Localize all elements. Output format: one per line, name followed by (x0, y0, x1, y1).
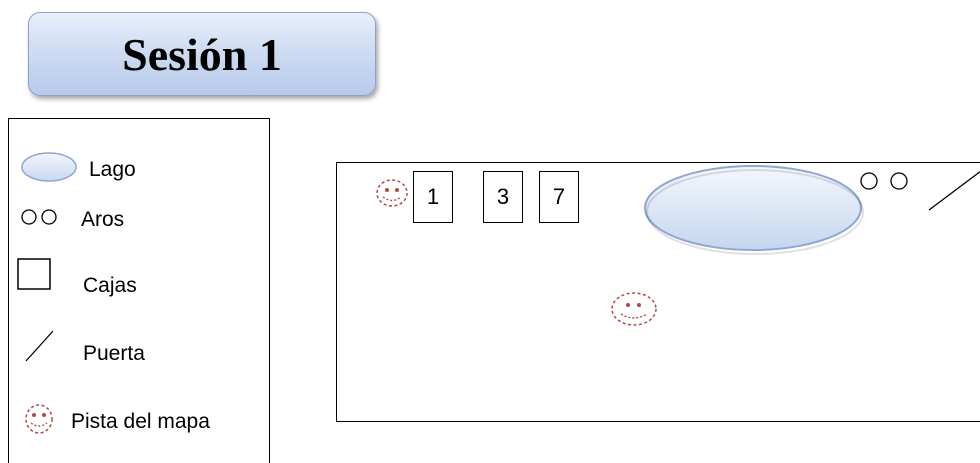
legend-item-door: Puerta (9, 327, 269, 367)
legend-item-rings: Aros (9, 197, 269, 237)
legend-item-lake: Lago (9, 149, 269, 189)
lake-icon (644, 165, 864, 255)
legend-label-lake: Lago (89, 158, 136, 181)
legend-panel: Lago Aros Cajas Puerta Pista del mapa (8, 118, 270, 463)
map-clue-icon (611, 292, 657, 326)
map-clue-icon (376, 179, 408, 207)
rings-icon (860, 172, 908, 190)
lake-icon (21, 152, 77, 182)
map-clue-icon (25, 404, 53, 434)
door-icon (25, 330, 54, 362)
legend-label-door: Puerta (83, 342, 145, 365)
legend-label-rings: Aros (81, 208, 125, 231)
door-icon (928, 171, 980, 211)
page-title: Sesión 1 (122, 28, 282, 80)
box-number: 3 (496, 184, 510, 209)
legend-item-boxes: Cajas (9, 257, 269, 297)
legend-item-map-clue: Pista del mapa (9, 395, 269, 435)
box-3: 3 (483, 171, 523, 223)
box-1: 1 (413, 171, 453, 223)
legend-label-map-clue: Pista del mapa (71, 410, 210, 433)
rings-icon (21, 209, 57, 225)
box-icon (17, 258, 51, 290)
legend-label-boxes: Cajas (83, 274, 137, 297)
box-number: 1 (426, 184, 440, 209)
title-banner: Sesión 1 (28, 12, 376, 96)
box-7: 7 (539, 171, 579, 223)
box-number: 7 (552, 184, 566, 209)
session-map: 1 3 7 (336, 162, 980, 422)
